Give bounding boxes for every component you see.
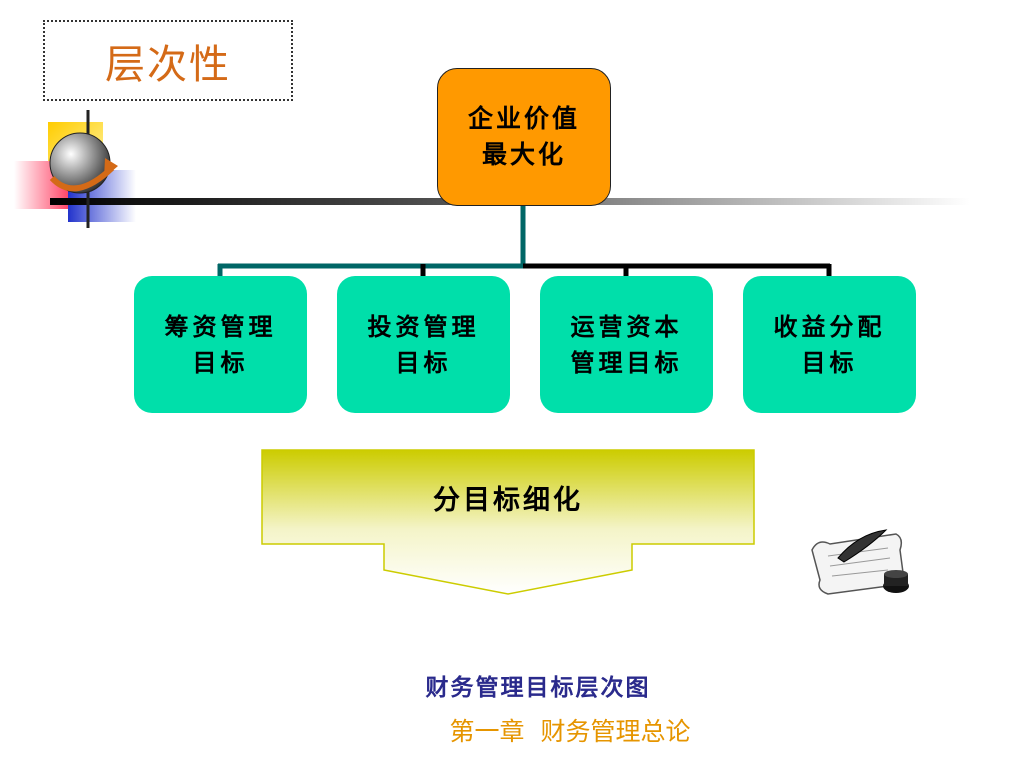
child-node-line2: 管理目标 <box>570 347 683 377</box>
child-node-line1: 投资管理 <box>367 311 480 341</box>
child-node-financing: 筹资管理 目标 <box>134 276 307 413</box>
child-node-line2: 目标 <box>395 347 452 377</box>
child-node-working-capital: 运营资本 管理目标 <box>540 276 713 413</box>
root-node: 企业价值 最大化 <box>437 68 611 206</box>
child-node-line1: 筹资管理 <box>164 311 277 341</box>
page-title: 层次性 <box>43 20 293 101</box>
child-node-line2: 目标 <box>801 347 858 377</box>
child-node-line1: 收益分配 <box>773 311 886 341</box>
diagram-caption: 财务管理目标层次图 <box>425 674 651 701</box>
child-node-line1: 运营资本 <box>570 311 683 341</box>
globe-arrow-icon <box>49 132 118 194</box>
chapter-footer: 第一章 财务管理总论 <box>449 717 691 746</box>
quill-scroll-icon <box>811 529 909 595</box>
child-node-investment: 投资管理 目标 <box>337 276 510 413</box>
arrow-label: 分目标细化 <box>433 485 583 516</box>
child-node-profit-distribution: 收益分配 目标 <box>743 276 916 413</box>
down-arrow-icon <box>261 449 755 595</box>
child-node-line2: 目标 <box>192 347 249 377</box>
refinement-arrow: 分目标细化 <box>260 448 756 596</box>
root-node-line1: 企业价值 <box>467 104 580 133</box>
root-node-line2: 最大化 <box>481 140 566 169</box>
